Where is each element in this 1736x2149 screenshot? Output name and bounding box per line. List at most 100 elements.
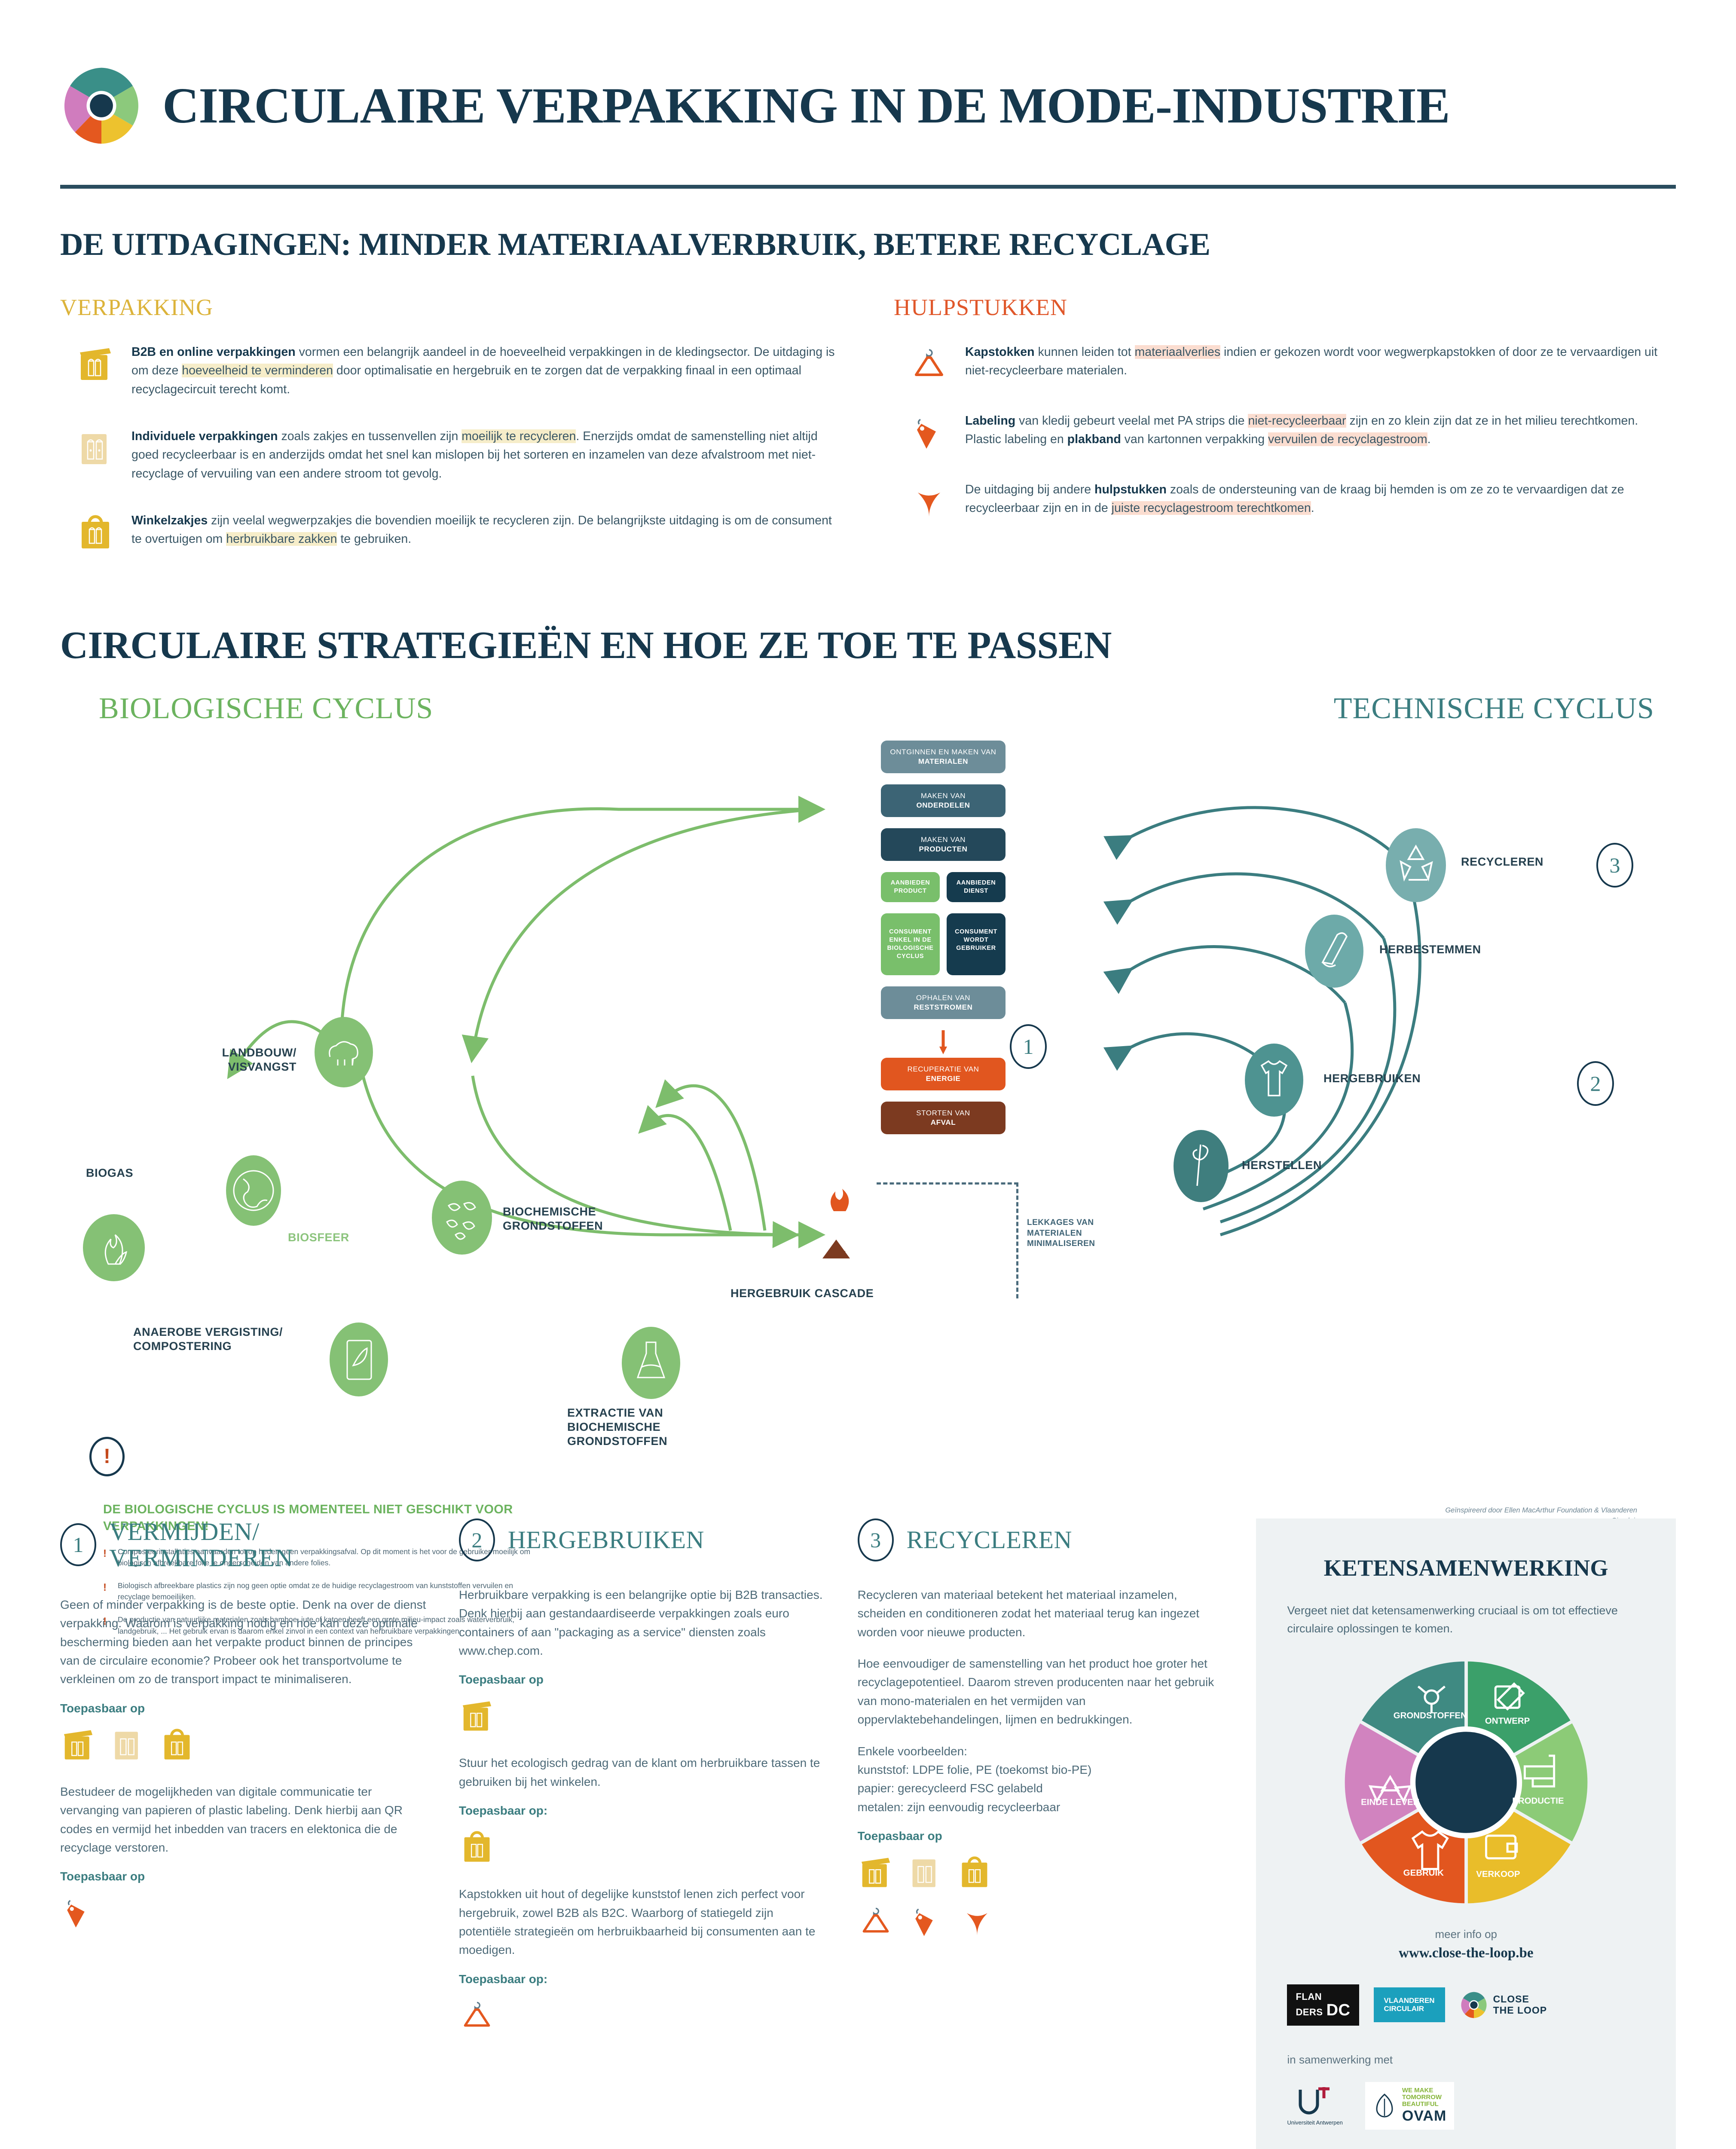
challenge-lead: Winkelzakjes (131, 513, 208, 527)
bullet-exclamation: ! (103, 1615, 107, 1627)
strategy-paragraph-2: Stuur het ecologisch gedrag van de klant… (458, 1756, 820, 1788)
collar-support-icon (911, 478, 947, 521)
bio-note-bullet: ! Composteerinstallaties aanvaarden tot … (103, 1546, 533, 1569)
bullet-text: Biologisch afbreekbare plastics zijn nog… (118, 1581, 513, 1601)
strategy-paragraph-2: Hoe eenvoudiger de samenstelling van het… (857, 1657, 1214, 1727)
process-box-offer-product: AANBIEDEN PRODUCT (881, 872, 940, 903)
box-line-bottom: ENERGIE (926, 1074, 961, 1083)
bio-node-landbouw (314, 1016, 374, 1091)
challenge-text: De uitdaging bij andere hulpstukken zoal… (965, 478, 1676, 521)
bio-note-bullet: ! De productie van natuurlijke materiale… (103, 1614, 533, 1637)
applies-label: Toepasbaar op (458, 1673, 544, 1687)
box-line-bottom: ONDERDELEN (916, 801, 970, 810)
strategy-title: VERMIJDEN/ VERMINDEREN (109, 1517, 293, 1572)
process-box-consumer-user: CONSUMENT WORDT GEBRUIKER (947, 913, 1006, 975)
bio-cycle-heading: BIOLOGISCHE CYCLUS (99, 692, 434, 725)
challenge-body: kunnen leiden tot (1034, 345, 1135, 359)
strategy-number: 1 (60, 1523, 96, 1567)
tech-node-herbestemmen (1302, 912, 1366, 992)
highlight: juiste recyclagestroom terechtkomen (1111, 501, 1311, 515)
challenge-item: B2B en online verpakkingen vormen een be… (60, 340, 842, 399)
leak-arrow (881, 1030, 1006, 1058)
box-line-bottom: PRODUCTEN (919, 845, 968, 854)
challenge-bold: hulpstukken (1094, 483, 1167, 496)
strategy-column-3: 3 RECYCLEREN Recycleren van materiaal be… (857, 1518, 1226, 2149)
wallet-icon (1485, 1834, 1518, 1859)
shopping-bag-icon (464, 1831, 490, 1862)
applies-label: Toepasbaar op (857, 1829, 942, 1843)
challenge-text: Kapstokken kunnen leiden tot materiaalve… (965, 340, 1676, 383)
tech-node-herstellen (1169, 1127, 1233, 1207)
bio-node-label-biosfeer: BIOSFEER (288, 1231, 349, 1244)
highlight: materiaalverlies (1134, 345, 1221, 359)
verpakking-column: VERPAKKING B2B en online verpakkingen vo… (60, 294, 842, 578)
offer-row: AANBIEDEN PRODUCT AANBIEDEN DIENST (881, 872, 1006, 903)
tech-cycle-heading: TECHNISCHE CYCLUS (1333, 692, 1654, 725)
tech-node-recycleren (1384, 827, 1448, 906)
keten-paragraph: Vergeet niet dat ketensamenwerking cruci… (1287, 1604, 1618, 1635)
box-open-icon (77, 340, 113, 383)
badge-3: 3 (1596, 842, 1633, 888)
challenge-body: zoals de ondersteuning van de kraag bij … (965, 483, 1624, 515)
bio-node-label-landbouw: LANDBOUW/ VISVANGST (222, 1046, 296, 1073)
highlight: hoeveelheid te verminderen (182, 364, 333, 378)
warning-exclamation: ! (104, 1445, 110, 1468)
challenges-section: DE UITDAGINGEN: MINDER MATERIAALVERBRUIK… (60, 227, 1676, 578)
challenge-body-4: . (1427, 432, 1431, 447)
strategy-header: 1 VERMIJDEN/ VERMINDEREN (60, 1518, 428, 1571)
bullet-exclamation: ! (103, 1581, 107, 1593)
butterfly-arcs (227, 796, 1421, 1249)
challenge-body-2: . Enerzijds omdat de samenstelling niet … (131, 429, 818, 481)
close-the-loop-url[interactable]: www.close-the-loop.be (1399, 1945, 1534, 1961)
box-line-top: OPHALEN VAN (916, 993, 971, 1002)
pouch-icon (115, 1732, 138, 1760)
bio-cycle-note: DE BIOLOGISCHE CYCLUS IS MOMENTEEL NIET … (103, 1501, 533, 1637)
incineration-landfill-icons (822, 1188, 850, 1258)
cycle-headings: BIOLOGISCHE CYCLUS TECHNISCHE CYCLUS (60, 692, 1676, 743)
more-info-label: meer info op (1435, 1927, 1497, 1941)
tech-node-label-recycleren: RECYCLEREN (1461, 855, 1544, 868)
box-line-top: ONTGINNEN EN MAKEN VAN (890, 747, 996, 756)
bio-node-biochem (430, 1179, 494, 1258)
box-line-top: STORTEN VAN (916, 1108, 970, 1117)
challenge-body-2: zijn en zo klein zijn dat ze in het mili… (965, 414, 1638, 447)
bio-note-bullet: ! Biologisch afbreekbare plastics zijn n… (103, 1580, 533, 1603)
strategy-paragraph: Recycleren van materiaal betekent het ma… (857, 1588, 1200, 1639)
leak-dashed-box (877, 1182, 1018, 1298)
applies-label-3: Toepasbaar op: (458, 1972, 548, 1986)
ovam-mark-icon (1376, 2093, 1393, 2118)
box-open-icon (64, 1730, 93, 1760)
box-open-icon (861, 1858, 890, 1887)
shopping-bag-icon (77, 509, 113, 552)
label-tag-icon (67, 1900, 85, 1928)
page-title: CIRCULAIRE VERPAKKING IN DE MODE-INDUSTR… (162, 77, 1450, 134)
challenge-lead: De uitdaging bij andere (965, 483, 1095, 496)
process-box-consumer-bio: CONSUMENT ENKEL IN DE BIOLOGISCHE CYCLUS (881, 913, 940, 975)
process-box-offer-service: AANBIEDEN DIENST (947, 872, 1006, 903)
challenge-body: van kledij gebeurt veelal met PA strips … (1015, 414, 1248, 428)
bio-node-compost (327, 1321, 391, 1400)
partners-label: in samenwerking met (1287, 2053, 1393, 2066)
challenge-body: vormen een belangrijk aandeel in de hoev… (131, 345, 835, 378)
hanger-icon (464, 2002, 490, 2027)
challenge-body: zoals zakjes en tussenvellen zijn (278, 429, 462, 443)
cotton-plant-icon (1417, 1685, 1446, 1713)
warning-badge: ! (89, 1436, 125, 1476)
wheel-label-verkoop: VERKOOP (1476, 1869, 1520, 1879)
strategies-title: CIRCULAIRE STRATEGIEËN EN HOE ZE TOE TE … (60, 624, 1112, 667)
box-open-icon (462, 1701, 491, 1731)
leak-label: LEKKAGES VAN MATERIALEN MINIMALISEREN (1027, 1218, 1095, 1249)
